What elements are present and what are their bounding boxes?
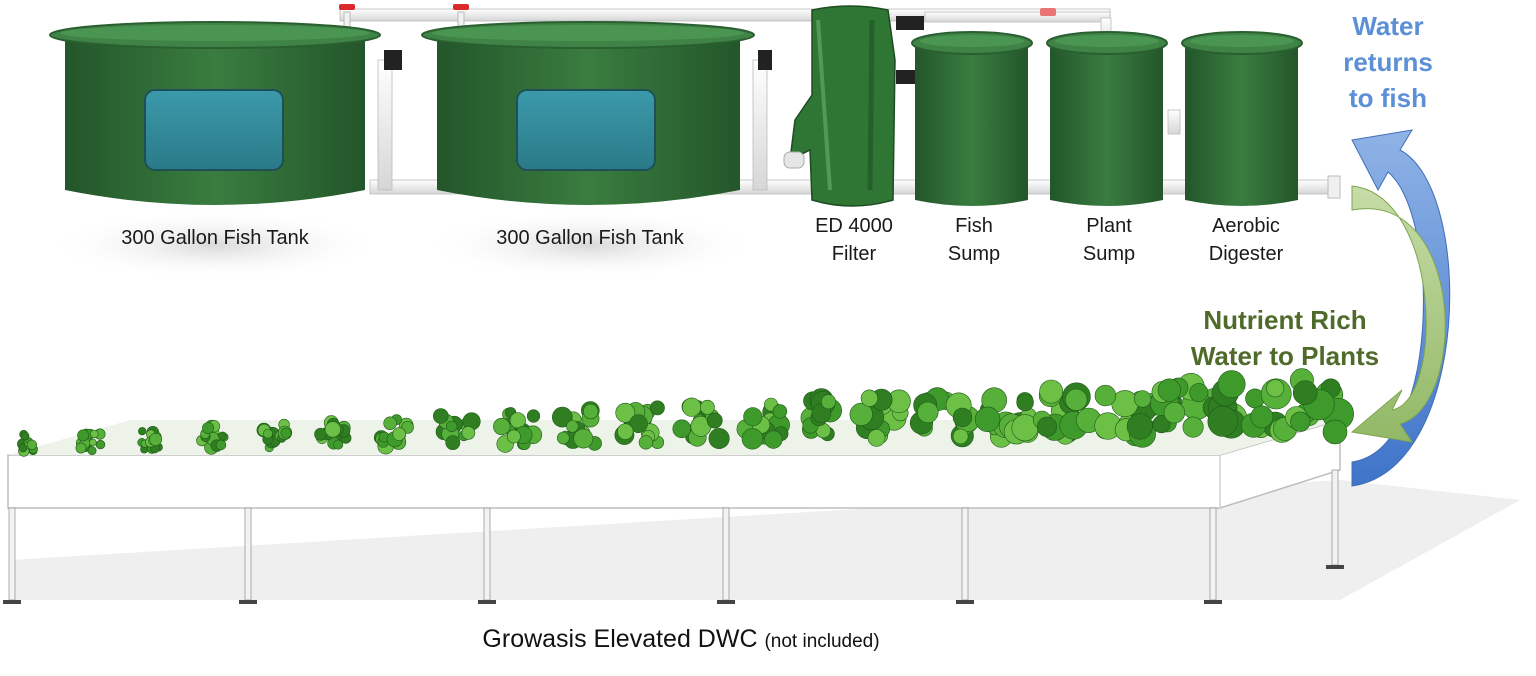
system-caption: Growasis Elevated DWC (not included)	[0, 625, 1362, 654]
fish-sump-tank	[911, 31, 1033, 206]
digester-label: Aerobic Digester	[1208, 215, 1284, 265]
plant-icon	[551, 401, 602, 451]
nutrient-arrow	[1350, 185, 1446, 443]
plant-icon	[736, 397, 790, 450]
tank-shadow	[420, 210, 760, 280]
water-return-line: Water	[1352, 11, 1424, 41]
plant-icon	[974, 387, 1039, 448]
fish-tank-2	[421, 21, 755, 205]
plant-icon	[614, 400, 665, 450]
plant-icon	[256, 418, 293, 453]
tank-viewing-window	[516, 89, 656, 171]
caption-main: Growasis Elevated DWC	[482, 625, 758, 653]
fish-tank-1-label: 300 Gallon Fish Tank	[121, 227, 309, 249]
plant-sump-tank	[1046, 31, 1168, 206]
valve-icon	[1040, 8, 1056, 16]
plant-icon	[373, 414, 414, 455]
aerobic-digester-tank	[1181, 31, 1303, 206]
nutrient-label: Nutrient Rich Water to Plants	[1175, 302, 1395, 374]
water-return-line: returns	[1343, 47, 1433, 77]
bed-leg	[956, 507, 974, 604]
plant-icon	[1207, 370, 1292, 439]
plant-icon	[909, 387, 981, 448]
plant-icon	[493, 407, 543, 453]
bed-leg	[1204, 507, 1222, 604]
caption-note: (not included)	[764, 631, 880, 652]
nutrient-line: Water to Plants	[1190, 341, 1380, 371]
plant-icon	[432, 408, 481, 450]
ed4000-filter	[783, 5, 924, 207]
plant-icon	[800, 388, 843, 442]
tank-viewing-window	[144, 89, 284, 171]
bed-leg	[1326, 469, 1344, 569]
plant-icon	[196, 419, 229, 455]
plant-icon	[17, 429, 38, 457]
water-return-line: to fish	[1349, 83, 1427, 113]
bed-shadow	[10, 480, 1520, 600]
bed-leg	[478, 507, 496, 604]
fish-tank-1	[49, 21, 381, 205]
bed-legs	[3, 469, 1344, 604]
plant-icon	[314, 415, 352, 450]
fish-tank-2-label: 300 Gallon Fish Tank	[496, 227, 684, 249]
plant-icon	[1269, 368, 1355, 445]
bed-leg	[239, 507, 257, 604]
plant-icon	[1094, 384, 1164, 448]
plant-icon	[672, 397, 730, 449]
plant-row	[17, 368, 1355, 457]
plant-icon	[137, 425, 163, 454]
plant-sump-label: Plant Sump	[1082, 215, 1136, 265]
water-return-label: Water returns to fish	[1328, 8, 1448, 116]
filter-label: ED 4000 Filter	[815, 215, 893, 265]
bed-leg	[3, 507, 21, 604]
fish-sump-label: Fish Sump	[947, 215, 1001, 265]
plant-icon	[849, 388, 911, 447]
nutrient-line: Nutrient Rich	[1203, 305, 1367, 335]
bed-leg	[717, 507, 735, 604]
tank-shadow	[45, 210, 385, 280]
plant-icon	[75, 428, 106, 455]
